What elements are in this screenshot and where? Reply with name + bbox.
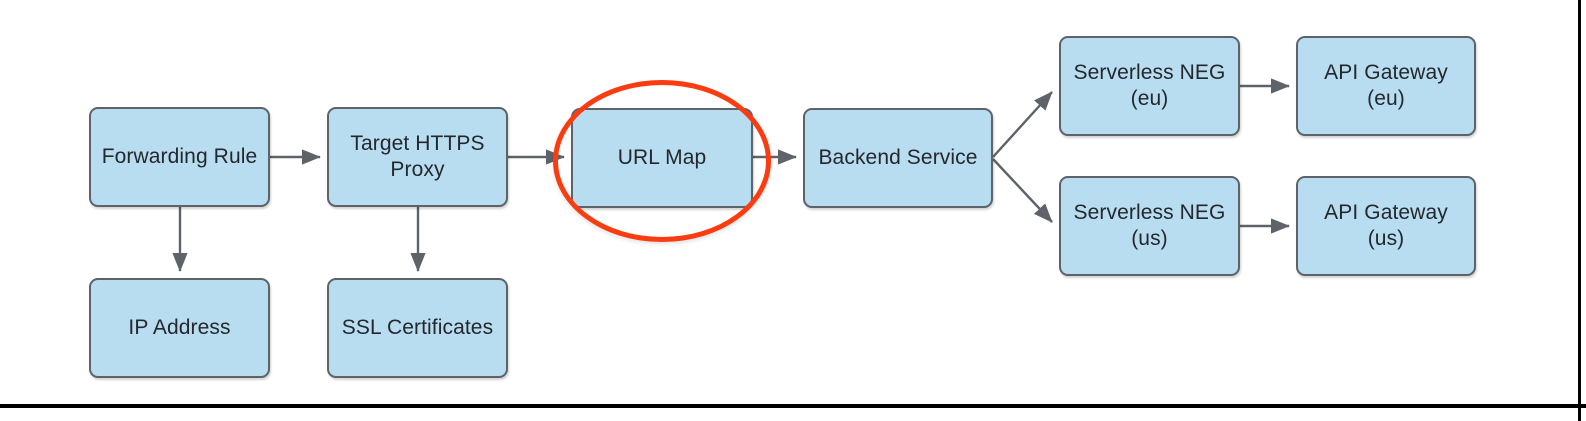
node-api-gateway-us[interactable]: API Gateway (us) (1296, 176, 1476, 276)
node-forwarding-rule[interactable]: Forwarding Rule (89, 107, 270, 207)
node-ip-address-label: IP Address (128, 316, 231, 340)
edge-backend-to-neg-us (992, 158, 1053, 223)
node-api-gateway-eu[interactable]: API Gateway (eu) (1296, 36, 1476, 136)
edge-backend-to-neg-eu (992, 91, 1053, 158)
node-api-gateway-us-label: API Gateway (us) (1324, 201, 1448, 250)
node-url-map-label: URL Map (617, 146, 707, 170)
frame-right-border (1578, 0, 1581, 421)
node-serverless-neg-us[interactable]: Serverless NEG (us) (1059, 176, 1240, 276)
node-backend-service-label: Backend Service (818, 146, 978, 170)
node-target-https-proxy-label: Target HTTPS Proxy (350, 132, 485, 181)
node-url-map[interactable]: URL Map (571, 108, 753, 208)
node-ssl-certificates[interactable]: SSL Certificates (327, 278, 508, 378)
node-forwarding-rule-label: Forwarding Rule (101, 145, 258, 169)
node-target-https-proxy[interactable]: Target HTTPS Proxy (327, 107, 508, 207)
node-backend-service[interactable]: Backend Service (803, 108, 993, 208)
node-api-gateway-eu-label: API Gateway (eu) (1324, 61, 1448, 110)
node-serverless-neg-us-label: Serverless NEG (us) (1073, 201, 1226, 250)
node-ip-address[interactable]: IP Address (89, 278, 270, 378)
node-serverless-neg-eu[interactable]: Serverless NEG (eu) (1059, 36, 1240, 136)
node-ssl-certificates-label: SSL Certificates (341, 316, 494, 340)
frame-bottom-border (0, 404, 1586, 408)
node-serverless-neg-eu-label: Serverless NEG (eu) (1073, 61, 1226, 110)
